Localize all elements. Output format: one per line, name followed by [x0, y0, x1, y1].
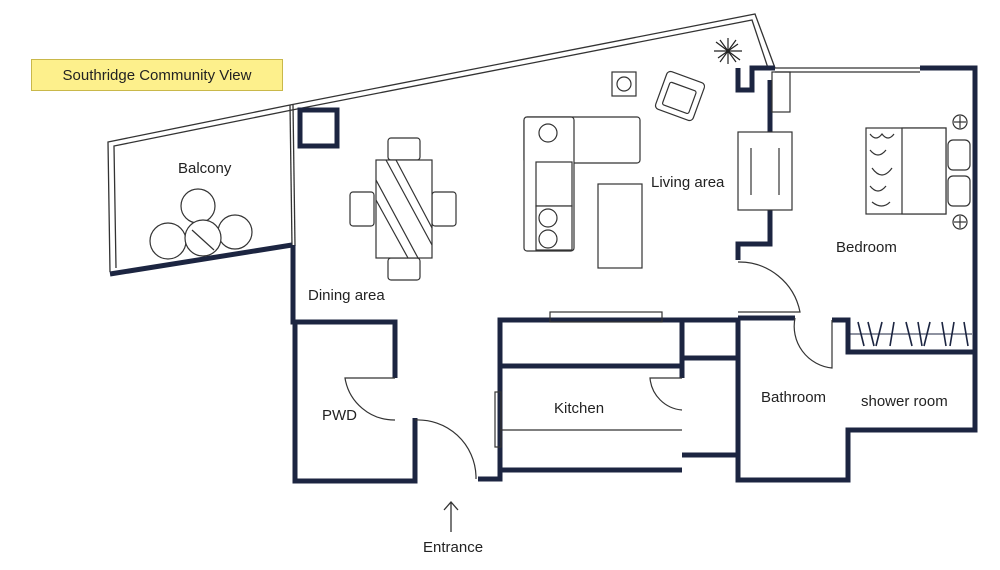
label-bathroom: Bathroom [761, 389, 826, 406]
plant-icon [714, 38, 742, 64]
wardrobe [850, 321, 972, 347]
outer-thin-outline [107, 13, 776, 273]
walls [109, 65, 978, 484]
label-pwd: PWD [322, 407, 357, 424]
label-kitchen: Kitchen [554, 400, 604, 417]
bed [865, 114, 971, 230]
plan-title: Southridge Community View [31, 59, 283, 91]
doors [344, 261, 833, 479]
label-bedroom: Bedroom [836, 239, 897, 256]
label-dining: Dining area [308, 287, 385, 304]
entrance-arrow-icon [443, 501, 459, 532]
living-furniture [523, 70, 793, 269]
label-balcony: Balcony [178, 160, 232, 177]
label-living: Living area [651, 174, 725, 191]
dining-table [349, 137, 457, 281]
balcony-table-set [149, 188, 253, 260]
label-entrance: Entrance [423, 539, 483, 556]
label-shower: shower room [861, 393, 948, 410]
thin-lines [494, 67, 920, 448]
